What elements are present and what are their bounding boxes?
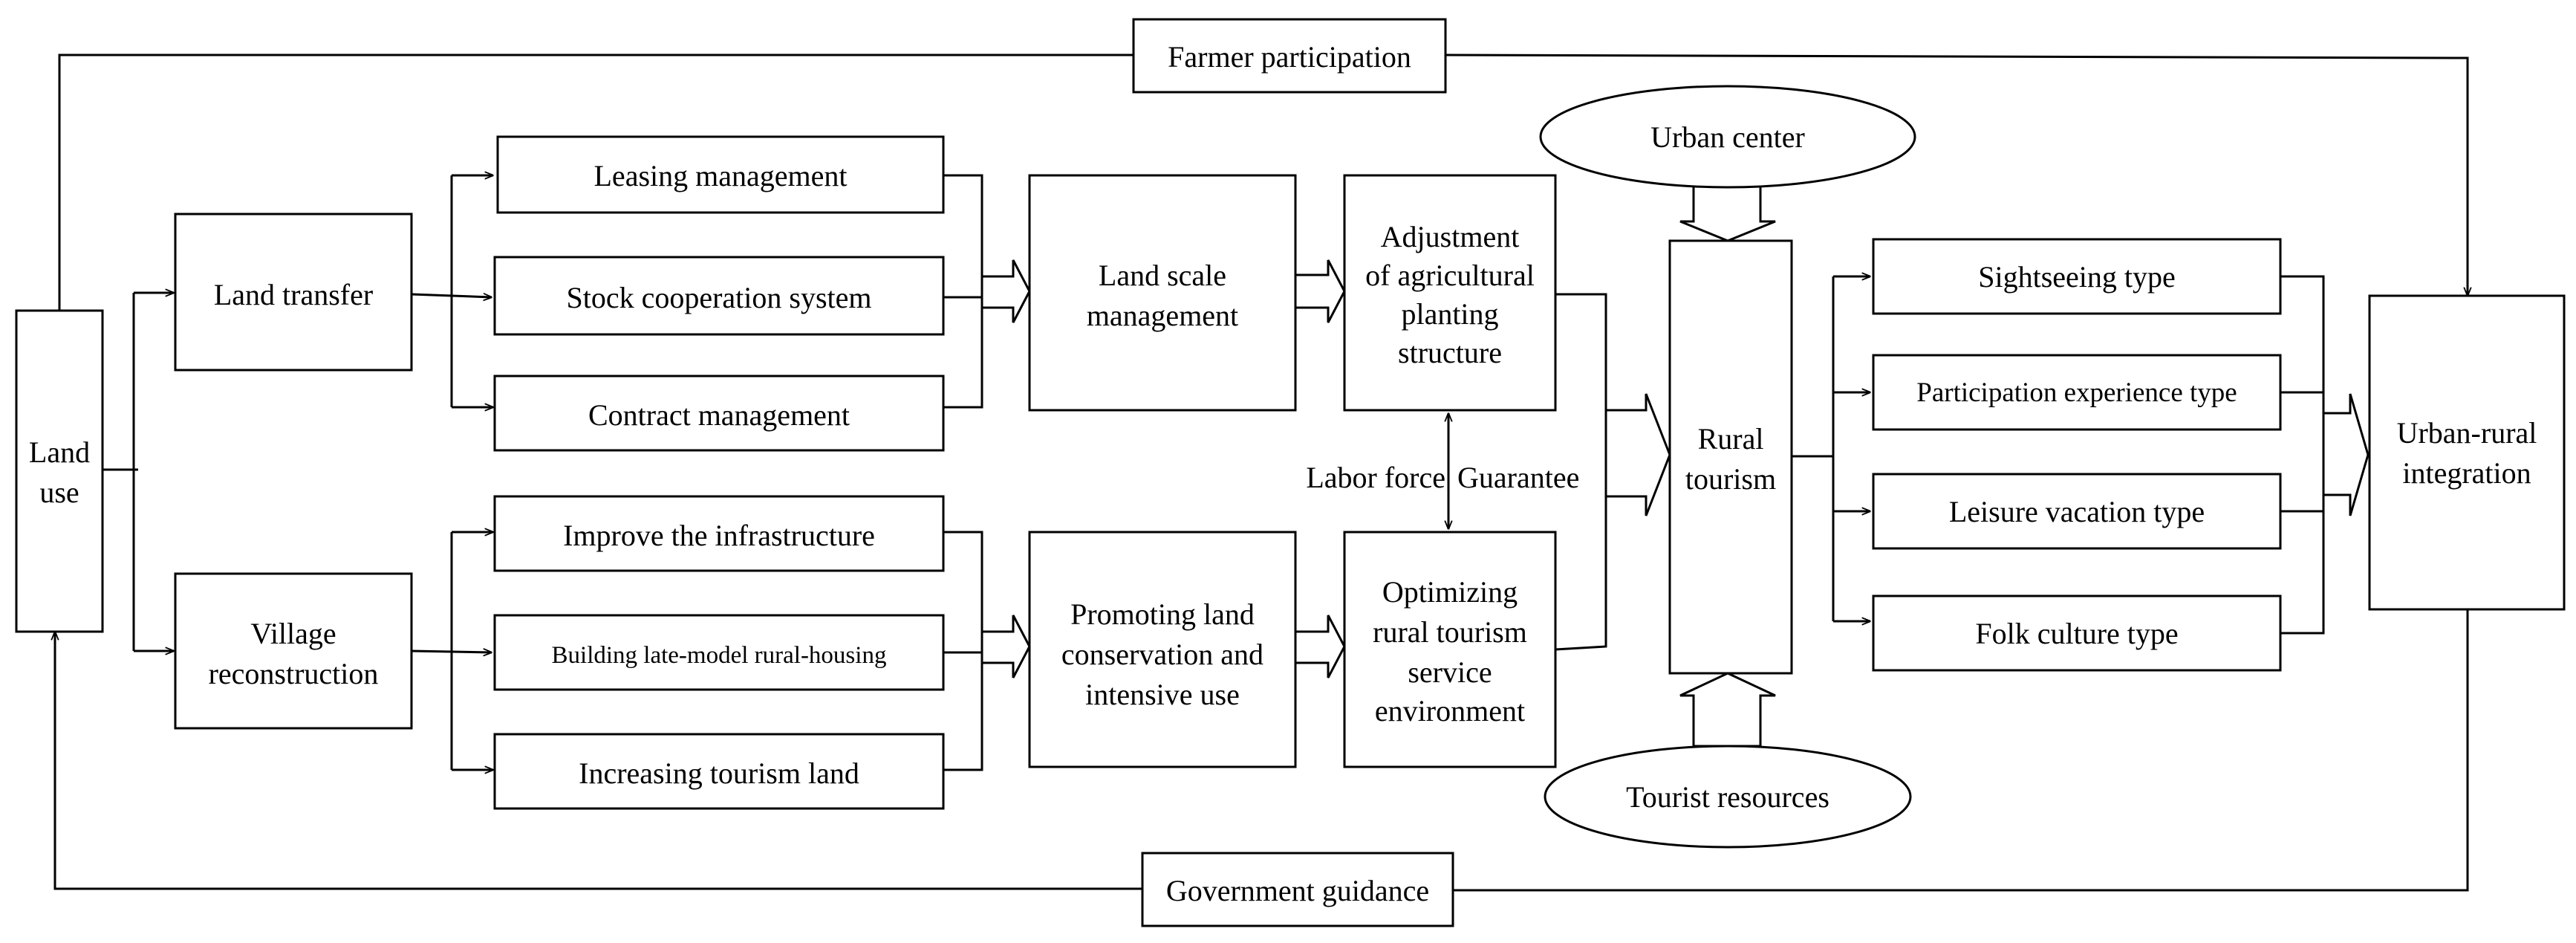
guarantee-label: Guarantee <box>1457 461 1579 494</box>
farmer-loop-right <box>1445 54 2468 296</box>
land-use-node: Land use <box>15 309 104 633</box>
leisure-vacation-node: Leisure vacation type <box>1872 473 2282 550</box>
urban-rural-label-1: Urban-rural <box>2397 416 2537 450</box>
leisure-vacation-label: Leisure vacation type <box>1949 495 2205 528</box>
government-guidance-label: Government guidance <box>1166 874 1429 907</box>
connectors <box>55 54 2469 892</box>
promoting-land-label-3: intensive use <box>1085 678 1240 711</box>
arrow-urban-center-down <box>1679 184 1776 242</box>
adjustment-label-4: structure <box>1398 336 1502 369</box>
land-scale-label-1: Land scale <box>1099 259 1226 292</box>
labor-force-label: Labor force <box>1306 461 1445 494</box>
tourist-resources-label: Tourist resources <box>1626 780 1829 814</box>
participation-experience-label: Participation experience type <box>1916 377 2237 408</box>
arrow-to-promoting-land <box>980 615 1031 678</box>
government-guidance-node: Government guidance <box>1141 852 1454 927</box>
land-scale-management-node: Land scale management <box>1028 174 1297 412</box>
types-merge <box>2280 275 2325 635</box>
promoting-land-label-2: conservation and <box>1061 638 1263 671</box>
contract-management-label: Contract management <box>588 398 850 432</box>
folk-culture-label: Folk culture type <box>1975 617 2178 650</box>
optimizing-label-4: environment <box>1375 694 1525 727</box>
government-loop-right <box>1453 609 2469 892</box>
arrow-to-rural-tourism <box>1604 393 1671 516</box>
optimizing-node: Optimizing rural tourism service environ… <box>1343 531 1557 768</box>
land-transfer-node: Land transfer <box>174 213 413 372</box>
urban-rural-integration-node: Urban-rural integration <box>2368 294 2566 611</box>
improve-infrastructure-node: Improve the infrastructure <box>493 495 945 572</box>
optimizing-label-2: rural tourism <box>1373 615 1527 649</box>
optimizing-label-3: service <box>1408 655 1492 689</box>
land-transfer-label: Land transfer <box>214 278 373 311</box>
building-housing-node: Building late-model rural-housing <box>493 614 945 691</box>
hollow-arrows <box>980 184 2370 748</box>
urban-center-node: Urban center <box>1539 85 1916 189</box>
optimizing-label-1: Optimizing <box>1382 575 1518 609</box>
improve-infrastructure-label: Improve the infrastructure <box>563 519 875 552</box>
adjustment-label-1: Adjustment <box>1381 220 1520 253</box>
participation-experience-node: Participation experience type <box>1872 354 2282 431</box>
upper-merge <box>943 174 983 409</box>
tourist-resources-node: Tourist resources <box>1544 745 1912 849</box>
rural-tourism-label-1: Rural <box>1698 422 1764 456</box>
lower-merge <box>943 531 983 771</box>
stock-cooperation-node: Stock cooperation system <box>493 256 945 336</box>
urban-center-label: Urban center <box>1650 120 1805 154</box>
farmer-participation-label: Farmer participation <box>1168 40 1411 74</box>
arrow-to-urban-rural <box>2322 393 2370 516</box>
land-use-label-1: Land <box>29 435 90 469</box>
adjustment-label-3: planting <box>1401 297 1498 331</box>
arrow-to-optimizing <box>1294 615 1346 678</box>
farmer-participation-node: Farmer participation <box>1132 18 1447 94</box>
sightseeing-label: Sightseeing type <box>1978 260 2176 294</box>
leasing-management-node: Leasing management <box>496 135 945 214</box>
promoting-land-label-1: Promoting land <box>1070 597 1255 631</box>
leasing-management-label: Leasing management <box>594 159 848 192</box>
village-reconstruction-label-1: Village <box>250 617 336 650</box>
arrow-to-adjustment <box>1294 259 1346 323</box>
farmer-loop-left <box>58 54 1133 311</box>
urban-rural-label-2: integration <box>2402 456 2531 490</box>
rural-tourism-label-2: tourism <box>1685 462 1776 496</box>
arrow-tourist-resources-up <box>1679 672 1776 748</box>
village-reconstruction-node: Village reconstruction <box>174 572 413 730</box>
arrow-to-land-scale <box>980 259 1031 323</box>
contract-management-node: Contract management <box>493 375 945 452</box>
land-use-label-2: use <box>39 476 79 509</box>
village-reconstruction-label-2: reconstruction <box>209 657 379 690</box>
adjustment-label-2: of agricultural <box>1365 259 1535 292</box>
building-housing-label: Building late-model rural-housing <box>552 642 887 669</box>
rural-tourism-node: Rural tourism <box>1668 239 1793 675</box>
increasing-tourism-land-label: Increasing tourism land <box>579 756 859 790</box>
folk-culture-node: Folk culture type <box>1872 594 2282 672</box>
land-scale-label-2: management <box>1087 299 1238 332</box>
increasing-tourism-land-node: Increasing tourism land <box>493 733 945 810</box>
government-loop-left <box>55 632 1142 890</box>
adjustment-node: Adjustment of agricultural planting stru… <box>1343 174 1557 412</box>
promoting-land-node: Promoting land conservation and intensiv… <box>1028 531 1297 768</box>
sightseeing-node: Sightseeing type <box>1872 238 2282 315</box>
stock-cooperation-label: Stock cooperation system <box>566 281 871 314</box>
